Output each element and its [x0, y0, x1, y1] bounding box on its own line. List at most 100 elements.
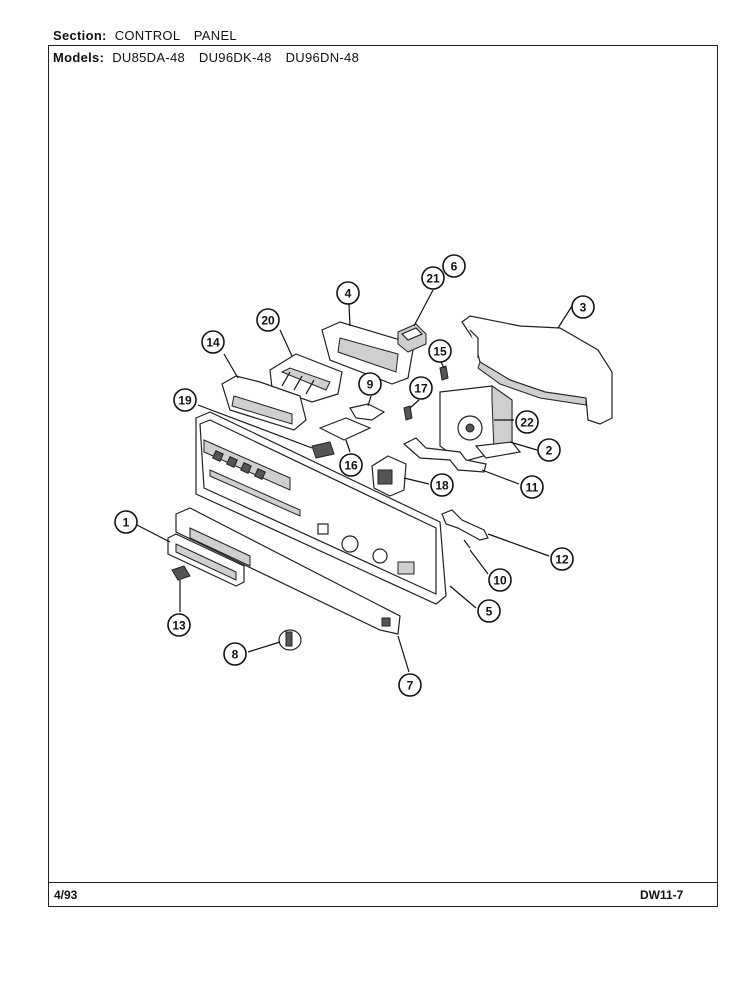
callout-circle [550, 547, 574, 571]
leader-10 [469, 549, 489, 575]
callout-22: 22 [515, 410, 539, 434]
part-3-housing [461, 315, 613, 425]
callout-number: 13 [172, 619, 186, 633]
part-11-bracket [402, 437, 487, 473]
callout-circle [173, 388, 197, 412]
callout-number: 14 [206, 336, 220, 350]
leader-4 [348, 303, 351, 327]
callout-circle [421, 266, 445, 290]
callout-10: 10 [488, 568, 512, 592]
section-label: Section: [53, 28, 107, 43]
callout-8: 8 [223, 642, 247, 666]
leader-19 [197, 404, 313, 449]
part-15-screw [439, 365, 449, 381]
callout-number: 21 [426, 272, 440, 286]
part-10-pin [463, 539, 471, 549]
leader-14 [223, 353, 239, 379]
leader-2 [509, 441, 538, 451]
callout-21: 21 [421, 266, 445, 290]
callout-number: 15 [433, 345, 447, 359]
callout-number: 4 [345, 287, 352, 301]
callout-number: 12 [555, 553, 569, 567]
callout-number: 5 [486, 605, 493, 619]
callout-20: 20 [256, 308, 280, 332]
leader-20 [279, 329, 293, 357]
part-1-nameplate [167, 533, 245, 587]
callout-number: 18 [435, 479, 449, 493]
part-22-timer [439, 385, 513, 463]
callout-circle [358, 372, 382, 396]
callout-circle [409, 376, 433, 400]
leader-9 [367, 395, 372, 407]
callout-18: 18 [430, 473, 454, 497]
callout-circle [571, 295, 595, 319]
callout-number: 11 [526, 481, 539, 495]
part-13-knob [171, 565, 191, 581]
models-header: Models:DU85DA-48 DU96DK-48 DU96DN-48 [53, 50, 359, 65]
leader-11 [481, 469, 520, 485]
leader-7 [397, 635, 410, 673]
part-17-clip [403, 405, 413, 421]
callout-12: 12 [550, 547, 574, 571]
callout-circle [167, 613, 191, 637]
callout-number: 22 [520, 416, 534, 430]
callout-number: 2 [546, 444, 553, 458]
part-18-selector-switch [371, 455, 407, 497]
part-8-dial-knob [278, 629, 302, 651]
callout-number: 6 [451, 260, 458, 274]
callout-circle [336, 281, 360, 305]
callout-circle [398, 673, 422, 697]
callout-7: 7 [398, 673, 422, 697]
part-2-bracket [474, 441, 522, 459]
callout-circle [339, 453, 363, 477]
callout-13: 13 [167, 613, 191, 637]
part-19-connector [311, 441, 335, 459]
part-9-bracket [349, 403, 386, 421]
revision-date: 4/93 [54, 888, 78, 902]
callout-number: 1 [123, 516, 130, 530]
callout-3: 3 [571, 295, 595, 319]
leader-lines [134, 289, 573, 673]
callout-circle [537, 438, 561, 462]
part-4-shield [321, 321, 415, 385]
callout-14: 14 [201, 330, 225, 354]
callout-number: 7 [407, 679, 414, 693]
callout-number: 17 [414, 382, 428, 396]
callout-circle [201, 330, 225, 354]
footer-divider [48, 882, 718, 883]
callout-circle [114, 510, 138, 534]
callout-19: 19 [173, 388, 197, 412]
part-20-switch-bank [269, 353, 343, 403]
part-14-switch-assembly [221, 375, 307, 431]
callout-6: 6 [442, 254, 466, 278]
callout-circle [520, 475, 544, 499]
callout-number: 19 [178, 394, 192, 408]
leader-18 [403, 477, 430, 485]
section-header: Section:CONTROL PANEL [53, 28, 237, 43]
callout-number: 16 [344, 459, 358, 473]
models-value: DU85DA-48 DU96DK-48 DU96DN-48 [112, 50, 360, 65]
leader-21 [413, 289, 434, 327]
callout-circle [442, 254, 466, 278]
callout-number: 8 [232, 648, 239, 662]
callout-circle [515, 410, 539, 434]
part-12-wire [441, 509, 489, 541]
callout-number: 3 [580, 301, 587, 315]
callout-number: 9 [367, 378, 374, 392]
leader-3 [557, 305, 573, 329]
callout-circle [256, 308, 280, 332]
callout-number: 10 [493, 574, 507, 588]
callout-5: 5 [477, 599, 501, 623]
leader-12 [487, 533, 550, 557]
part-5-console [195, 411, 447, 605]
callout-circle [430, 473, 454, 497]
part-7-trim-strip [175, 507, 401, 635]
callout-circle [477, 599, 501, 623]
callout-circle [223, 642, 247, 666]
callout-2: 2 [537, 438, 561, 462]
leader-5 [449, 585, 477, 609]
callout-11: 11 [520, 475, 544, 499]
callout-15: 15 [428, 339, 452, 363]
